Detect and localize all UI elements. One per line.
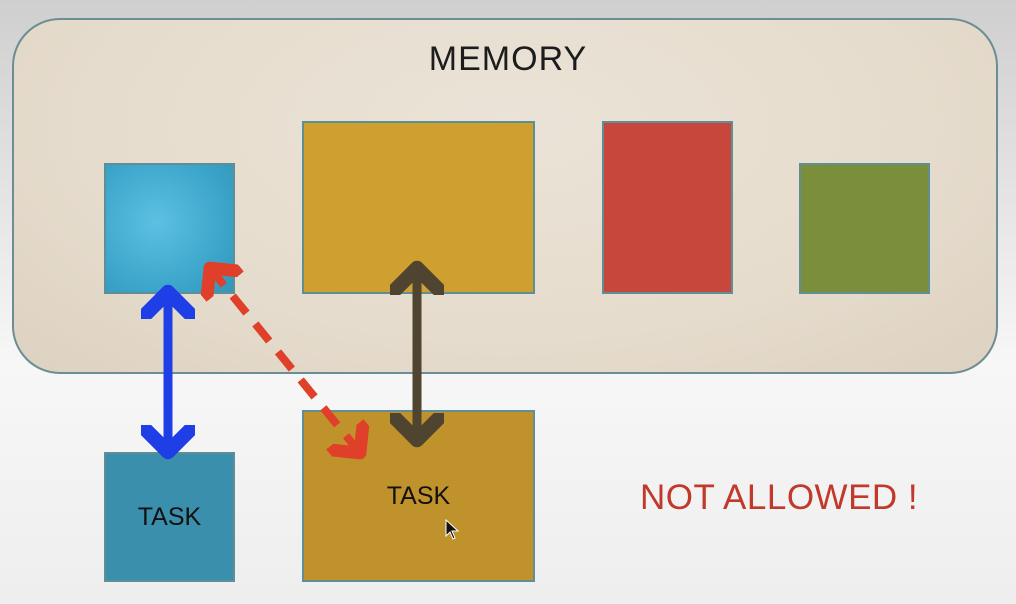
task-label: TASK — [386, 482, 451, 510]
mouse-pointer-icon — [445, 519, 460, 540]
memory-block-red — [602, 121, 733, 294]
memory-title: MEMORY — [428, 40, 588, 78]
task-box-1: TASK — [104, 452, 235, 582]
not-allowed-message: NOT ALLOWED ! — [640, 478, 919, 517]
memory-block-green — [799, 163, 930, 294]
task-label: TASK — [137, 502, 202, 531]
red-dashed-arrow — [210, 268, 360, 453]
